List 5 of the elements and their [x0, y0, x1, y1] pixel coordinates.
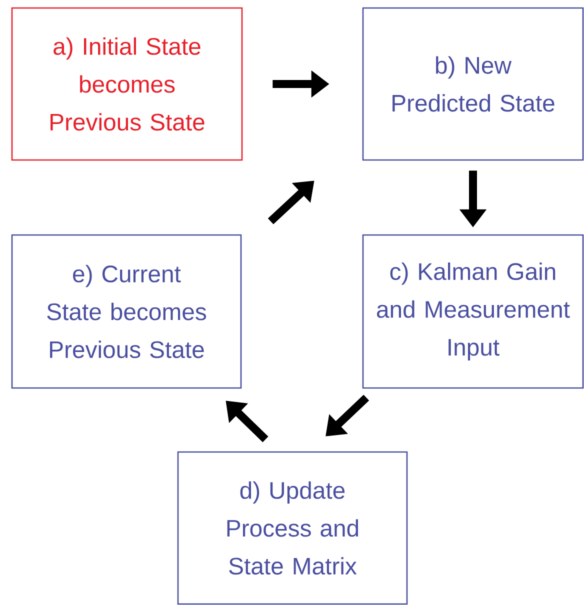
process-box: e) Current State becomes Previous State — [11, 234, 242, 389]
process-box: c) Kalman Gain and Measurement Input — [362, 234, 584, 389]
process-box: b) New Predicted State — [362, 7, 584, 161]
process-box: a) Initial State becomes Previous State — [11, 7, 243, 161]
process-box: d) Update Process and State Matrix — [177, 451, 408, 605]
